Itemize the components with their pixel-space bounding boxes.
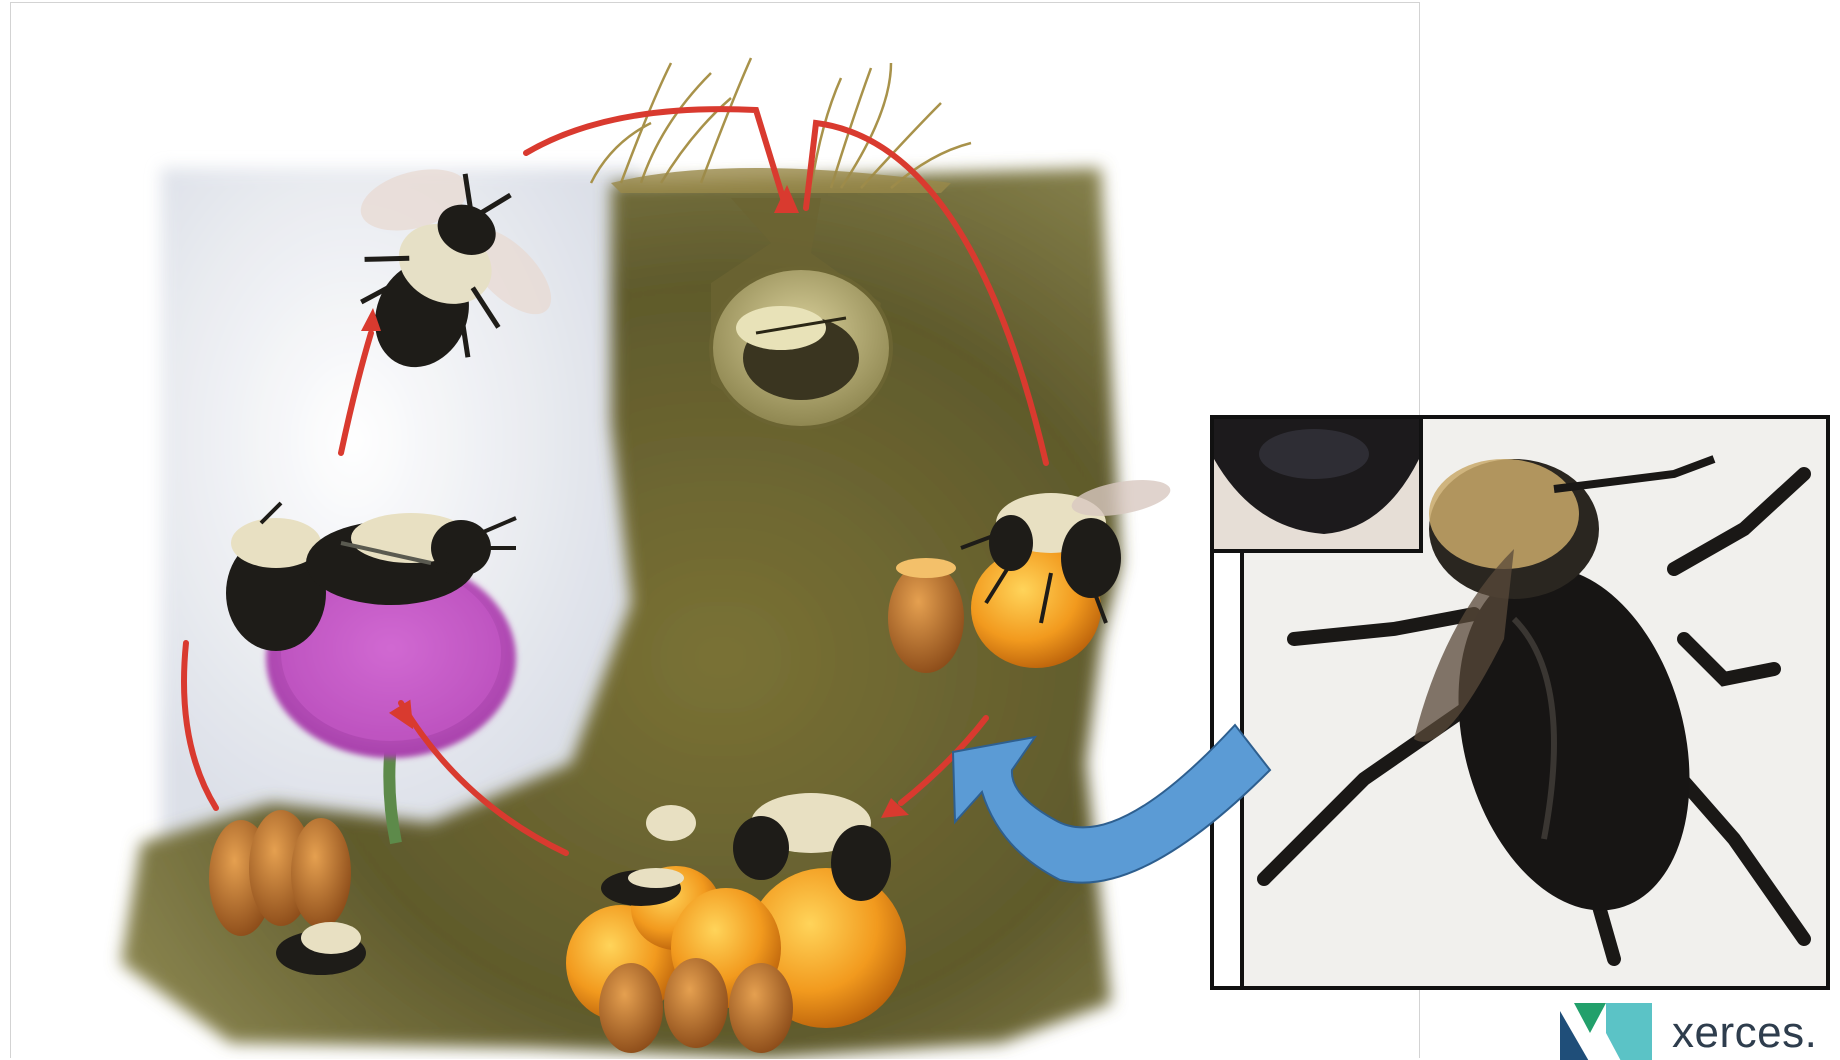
photo-left-strip [1210, 547, 1244, 990]
xerces-logo: xerces. [1560, 1005, 1840, 1060]
abdomen-tip-inset-photo [1210, 415, 1423, 553]
xerces-logo-mark-icon [1560, 1003, 1652, 1060]
abdomen-tip-closeup [1214, 419, 1419, 549]
bumble-bee-photo-panel [1210, 415, 1830, 990]
lifecycle-illustration-frame [10, 2, 1420, 1058]
xerces-logo-text: xerces. [1672, 1008, 1817, 1058]
